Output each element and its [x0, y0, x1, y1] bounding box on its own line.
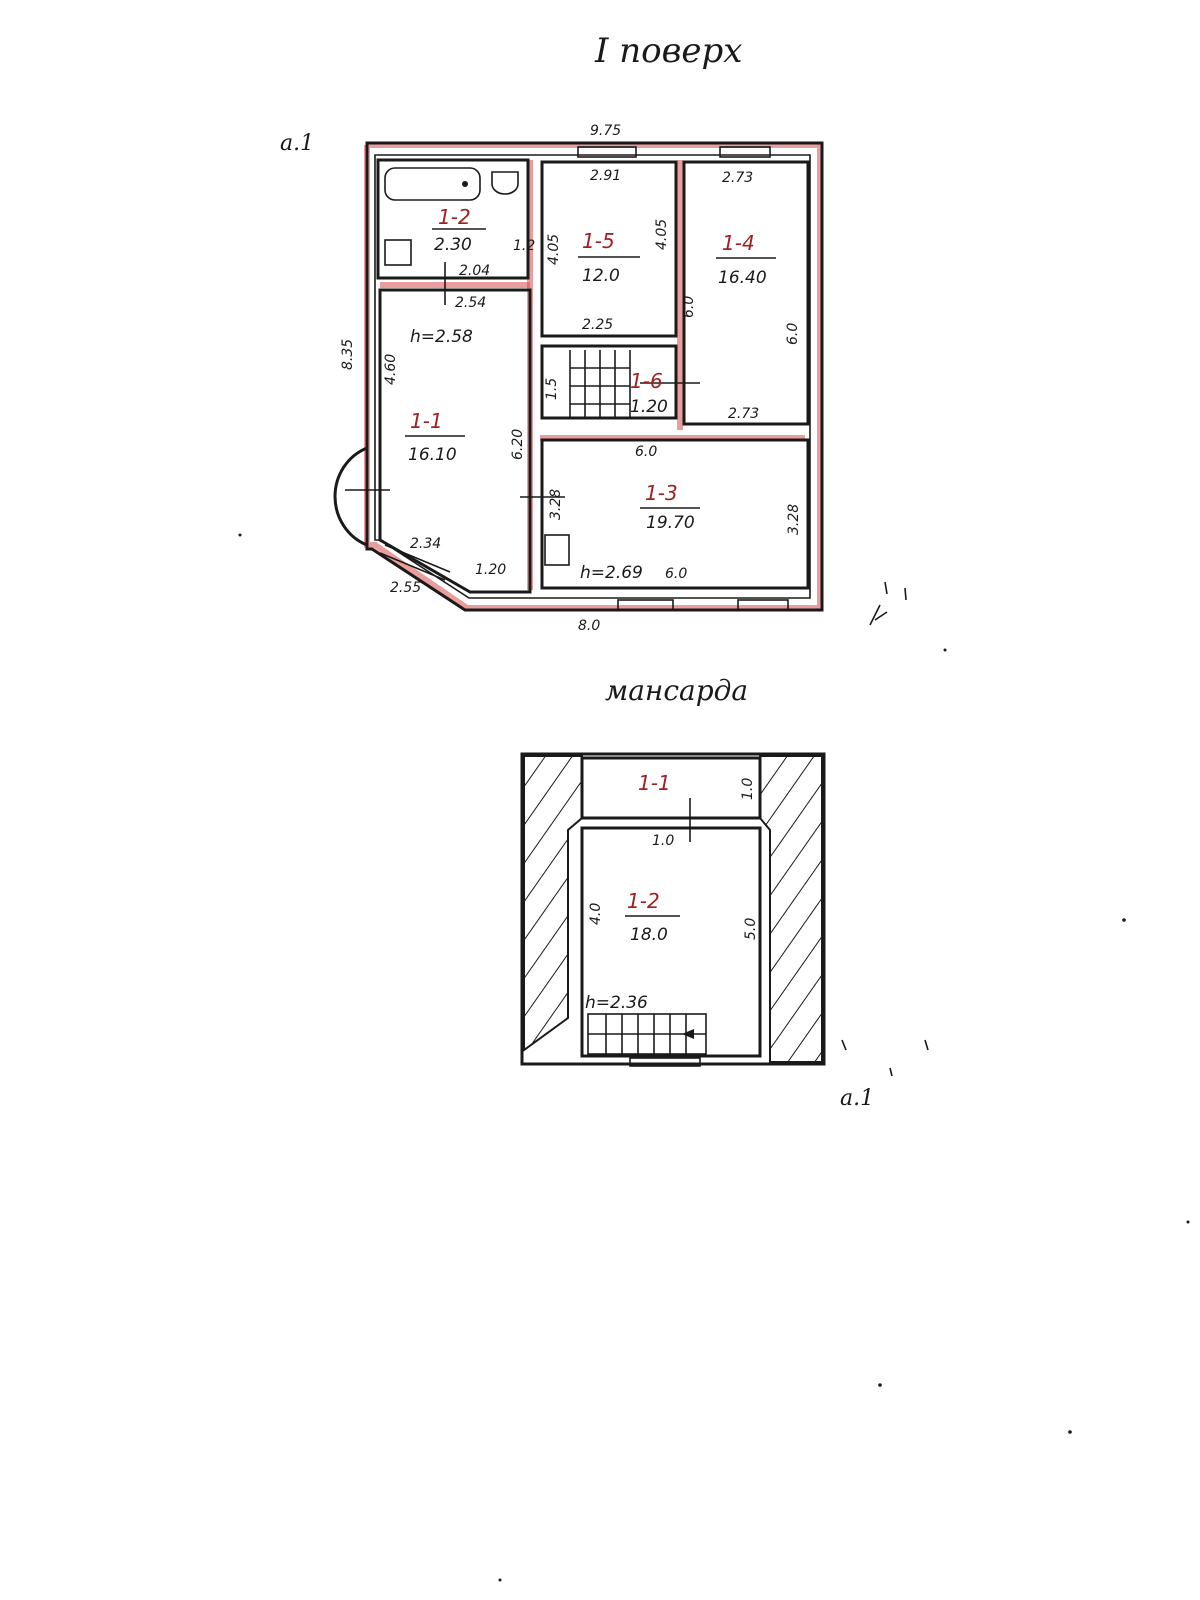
room-1-6-dim-side: 1.5: [544, 378, 560, 400]
room-1-1-dim-bottom: 1.20: [475, 562, 506, 578]
room-1-4-dim-left: 6.0: [681, 296, 697, 318]
room-1-1-dim-right: 6.20: [510, 429, 526, 460]
room-1-5-dim-left: 4.05: [546, 234, 562, 265]
room-1-3-window-a: [617, 599, 674, 611]
floor1-heading: I поверх: [594, 31, 742, 71]
room-1-3-dim-top: 6.0: [635, 444, 657, 460]
attic-room-1-2-area: 18.0: [630, 925, 668, 945]
floor1-height-left: 8.35: [340, 339, 356, 370]
attic-corner-mark: a.1: [840, 1086, 874, 1111]
attic-room-1-2-dim-left: 4.0: [588, 903, 604, 925]
room-1-5-dim-bottom: 2.25: [582, 317, 613, 333]
room-1-3-height: h=2.69: [580, 563, 643, 583]
attic-hatch-right: [759, 755, 823, 1063]
attic-room-1-2-dim-right: 5.0: [743, 918, 759, 940]
room-1-1-dim-left: 4.60: [383, 354, 399, 385]
room-1-1-outline: [378, 288, 532, 594]
floor1-width-top: 9.75: [590, 123, 621, 139]
room-1-5-dim-top: 2.91: [590, 168, 621, 184]
attic-room-1-1-outline: [580, 756, 762, 820]
attic-room-1-1-dim-side: 1.0: [740, 778, 756, 800]
room-1-3-dim-bottom: 6.0: [665, 566, 687, 582]
room-1-4-dim-bottom: 2.73: [728, 406, 759, 422]
room-1-3-window-b: [737, 599, 789, 611]
floor1-corner-mark: а.1: [280, 131, 314, 156]
room-1-5-label: 1-5: [582, 229, 615, 253]
room-1-4-outline: [682, 160, 810, 426]
attic-staircase-icon: [587, 1013, 707, 1055]
floor1-corner-mark-right: [869, 604, 888, 626]
room-1-4-dim-top: 2.73: [722, 170, 753, 186]
room-1-5-outline: [540, 160, 678, 338]
room-1-6-outline: [540, 344, 678, 420]
room-1-3-label: 1-3: [645, 481, 678, 505]
bay-window-arc: [333, 446, 368, 547]
room-1-1-dim-bay: 2.34: [410, 536, 441, 552]
room-1-1-dim-bay-out: 2.55: [390, 580, 421, 596]
attic-room-1-2-label: 1-2: [627, 889, 660, 913]
room-1-2-dim-bottom: 2.04: [459, 263, 490, 279]
room-1-4-area: 16.40: [718, 268, 767, 288]
attic-window: [629, 1057, 701, 1067]
attic-room-1-1-label: 1-1: [638, 771, 671, 795]
attic-plan: 1-1 1.0 1.0 1-2 18.0 h=2.36 4.0 5.0 a.1: [520, 752, 929, 1111]
room-1-2-dim-side: 1.2: [513, 238, 535, 254]
attic-heading: мансарда: [605, 674, 748, 707]
room-1-6-area: 1.20: [630, 397, 668, 417]
room-1-3-area: 19.70: [646, 513, 695, 533]
room-1-5-area: 12.0: [582, 266, 620, 286]
attic-room-1-2-dim-top: 1.0: [652, 833, 674, 849]
attic-room-1-2-outline: [580, 826, 762, 1058]
room-1-2-outline: [376, 158, 530, 280]
floor1-outer-wall: [365, 141, 824, 612]
room-1-2-area: 2.30: [434, 235, 472, 255]
attic-hatch-left: [523, 755, 583, 1052]
scan-specks: [238, 533, 1190, 1582]
room-1-4-dim-right: 6.0: [785, 323, 801, 345]
attic-room-1-2-height: h=2.36: [585, 993, 648, 1013]
toilet-icon: [491, 171, 519, 195]
room-1-3-dim-left: 3.28: [548, 489, 564, 520]
room-1-1-label: 1-1: [410, 409, 443, 433]
staircase-icon: [569, 350, 700, 418]
room-1-1-height: h=2.58: [410, 327, 473, 347]
bathtub-drain-icon: [462, 181, 468, 187]
room-1-2-label: 1-2: [438, 205, 471, 229]
room-1-3-fixture-icon: [544, 534, 570, 566]
room-1-6-label: 1-6: [630, 369, 663, 393]
room-1-1-dim-top: 2.54: [455, 295, 486, 311]
room-1-4-label: 1-4: [722, 231, 755, 255]
floor1-plan: 1-2 2.30 2.04 1.2 2.54 h=2.58 1-1 16.10 …: [280, 123, 907, 634]
room-1-1-area: 16.10: [408, 445, 457, 465]
room-1-5-window: [577, 146, 637, 158]
room-1-3-dim-right: 3.28: [786, 504, 802, 535]
bathtub-icon: [384, 167, 481, 201]
sink-icon: [384, 239, 412, 266]
room-1-3-outline: [540, 438, 810, 590]
room-1-4-window: [719, 146, 771, 158]
room-1-5-dim-right: 4.05: [654, 219, 670, 250]
floor1-width-bottom: 8.0: [578, 618, 600, 634]
